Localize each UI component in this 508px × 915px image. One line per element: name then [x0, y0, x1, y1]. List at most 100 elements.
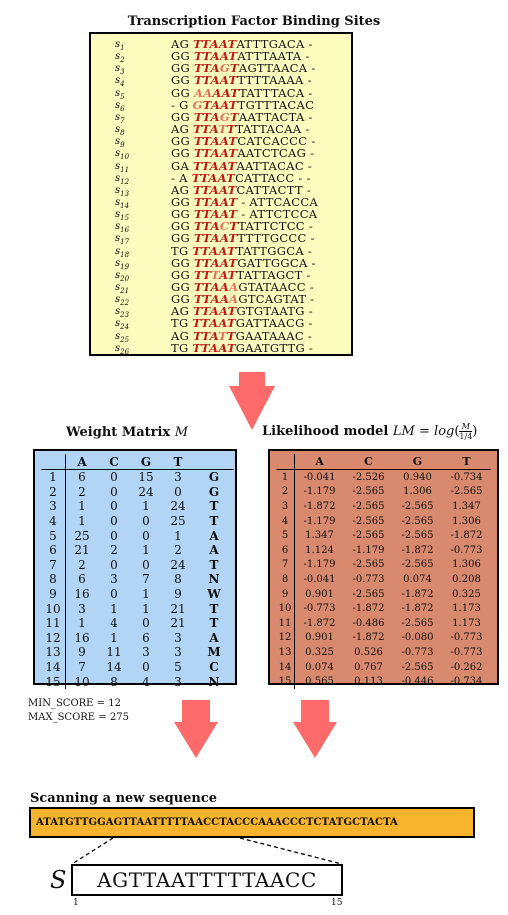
site-label: s7: [115, 111, 125, 125]
motif-base: T: [228, 255, 238, 270]
motif-base: T: [202, 73, 211, 88]
likelihood-header: A: [294, 454, 344, 470]
site-label: s5: [115, 87, 125, 101]
motif-base: A: [229, 280, 239, 294]
matrix-header: G: [130, 454, 162, 470]
site-sequence: GA TTAATAATTACAC -: [171, 158, 313, 173]
site-label: s20: [115, 269, 130, 283]
likelihood-header: [276, 454, 295, 470]
weight-matrix-title: Weight Matrix M: [66, 425, 188, 440]
motif-base: G: [219, 61, 230, 76]
matrix-header: [194, 454, 234, 470]
site-label: s24: [115, 318, 130, 332]
motif-base: T: [228, 134, 238, 149]
likelihood-header: C: [344, 454, 393, 470]
site-label: s22: [115, 294, 130, 308]
site-sequence: GG TTAATTTTTAAAA -: [171, 73, 312, 88]
motif-base: T: [201, 122, 210, 137]
motif-base: T: [193, 231, 203, 246]
motif-base: A: [218, 316, 227, 331]
motif-base: T: [193, 304, 202, 319]
site-sequence: GG AAAATTATTTACA -: [171, 85, 313, 100]
motif-base: T: [202, 207, 211, 222]
motif-base: T: [202, 49, 211, 64]
motif-base: A: [210, 61, 220, 76]
site-label: s10: [115, 148, 130, 162]
motif-base: T: [193, 146, 203, 161]
motif-base: T: [226, 243, 236, 258]
motif-base: A: [219, 73, 229, 88]
site-sequence: GG TTAAT - ATTCACCA: [171, 194, 319, 209]
motif-base: T: [226, 328, 236, 343]
down-arrow-icon: [293, 700, 337, 758]
site-sequence: GG TTAATGATTGGCA -: [171, 255, 316, 270]
motif-base: A: [210, 97, 221, 112]
motif-base: A: [210, 280, 220, 294]
motif-base: A: [210, 255, 220, 270]
site-sequence: GG TTAGTAGTTAACA -: [171, 61, 316, 76]
site-label: s14: [115, 196, 130, 210]
motif-base: T: [229, 219, 239, 234]
site-label: s25: [115, 330, 130, 344]
matrix-header: [41, 454, 66, 470]
motif-base: A: [218, 182, 228, 197]
motif-base: G: [192, 97, 203, 112]
matrix-header: T: [162, 454, 194, 470]
window-label: S: [50, 866, 67, 894]
motif-base: T: [228, 231, 238, 246]
motif-base: A: [208, 170, 218, 185]
motif-base: A: [209, 158, 219, 173]
site-sequence: GG TTAATATTTAATA -: [171, 49, 310, 64]
motif-base: T: [229, 61, 239, 76]
site-label: s11: [115, 160, 130, 174]
motif-base: T: [192, 340, 201, 355]
motif-base: T: [193, 109, 203, 124]
motif-base: T: [201, 328, 210, 343]
motif-base: T: [202, 61, 211, 76]
motif-base: T: [202, 255, 211, 270]
weight-matrix-symbol: M: [174, 425, 189, 440]
motif-base: T: [226, 340, 236, 355]
motif-base: T: [193, 182, 202, 197]
motif-base: T: [193, 255, 203, 270]
motif-base: A: [210, 146, 220, 161]
scan-sequence: ATATGTTGGAGTTAATTTTTAACCTACCCAAACCCTCTAT…: [29, 807, 475, 838]
motif-base: T: [202, 194, 211, 209]
weight-matrix-title-text: Weight Matrix: [66, 425, 175, 440]
scan-window: AGTTAATTTTTAACC: [71, 864, 343, 896]
motif-base: A: [229, 292, 239, 307]
motif-base: T: [202, 280, 211, 294]
motif-base: T: [202, 97, 211, 112]
motif-base: T: [227, 304, 237, 319]
motif-base: T: [202, 109, 211, 124]
site-label: s9: [115, 136, 125, 150]
site-sequence: - G GTAATTGTTTACAC: [171, 97, 315, 112]
motif-base: T: [227, 37, 237, 51]
motif-base: T: [193, 49, 203, 64]
window-start-index: 1: [73, 898, 79, 908]
window-end-index: 15: [331, 898, 343, 908]
motif-base: T: [200, 340, 210, 355]
motif-base: T: [226, 316, 236, 331]
site-label: s12: [115, 172, 130, 186]
motif-base: A: [209, 316, 219, 331]
likelihood-model-title-text: Likelihood model: [262, 424, 393, 439]
motif-base: A: [209, 328, 219, 343]
